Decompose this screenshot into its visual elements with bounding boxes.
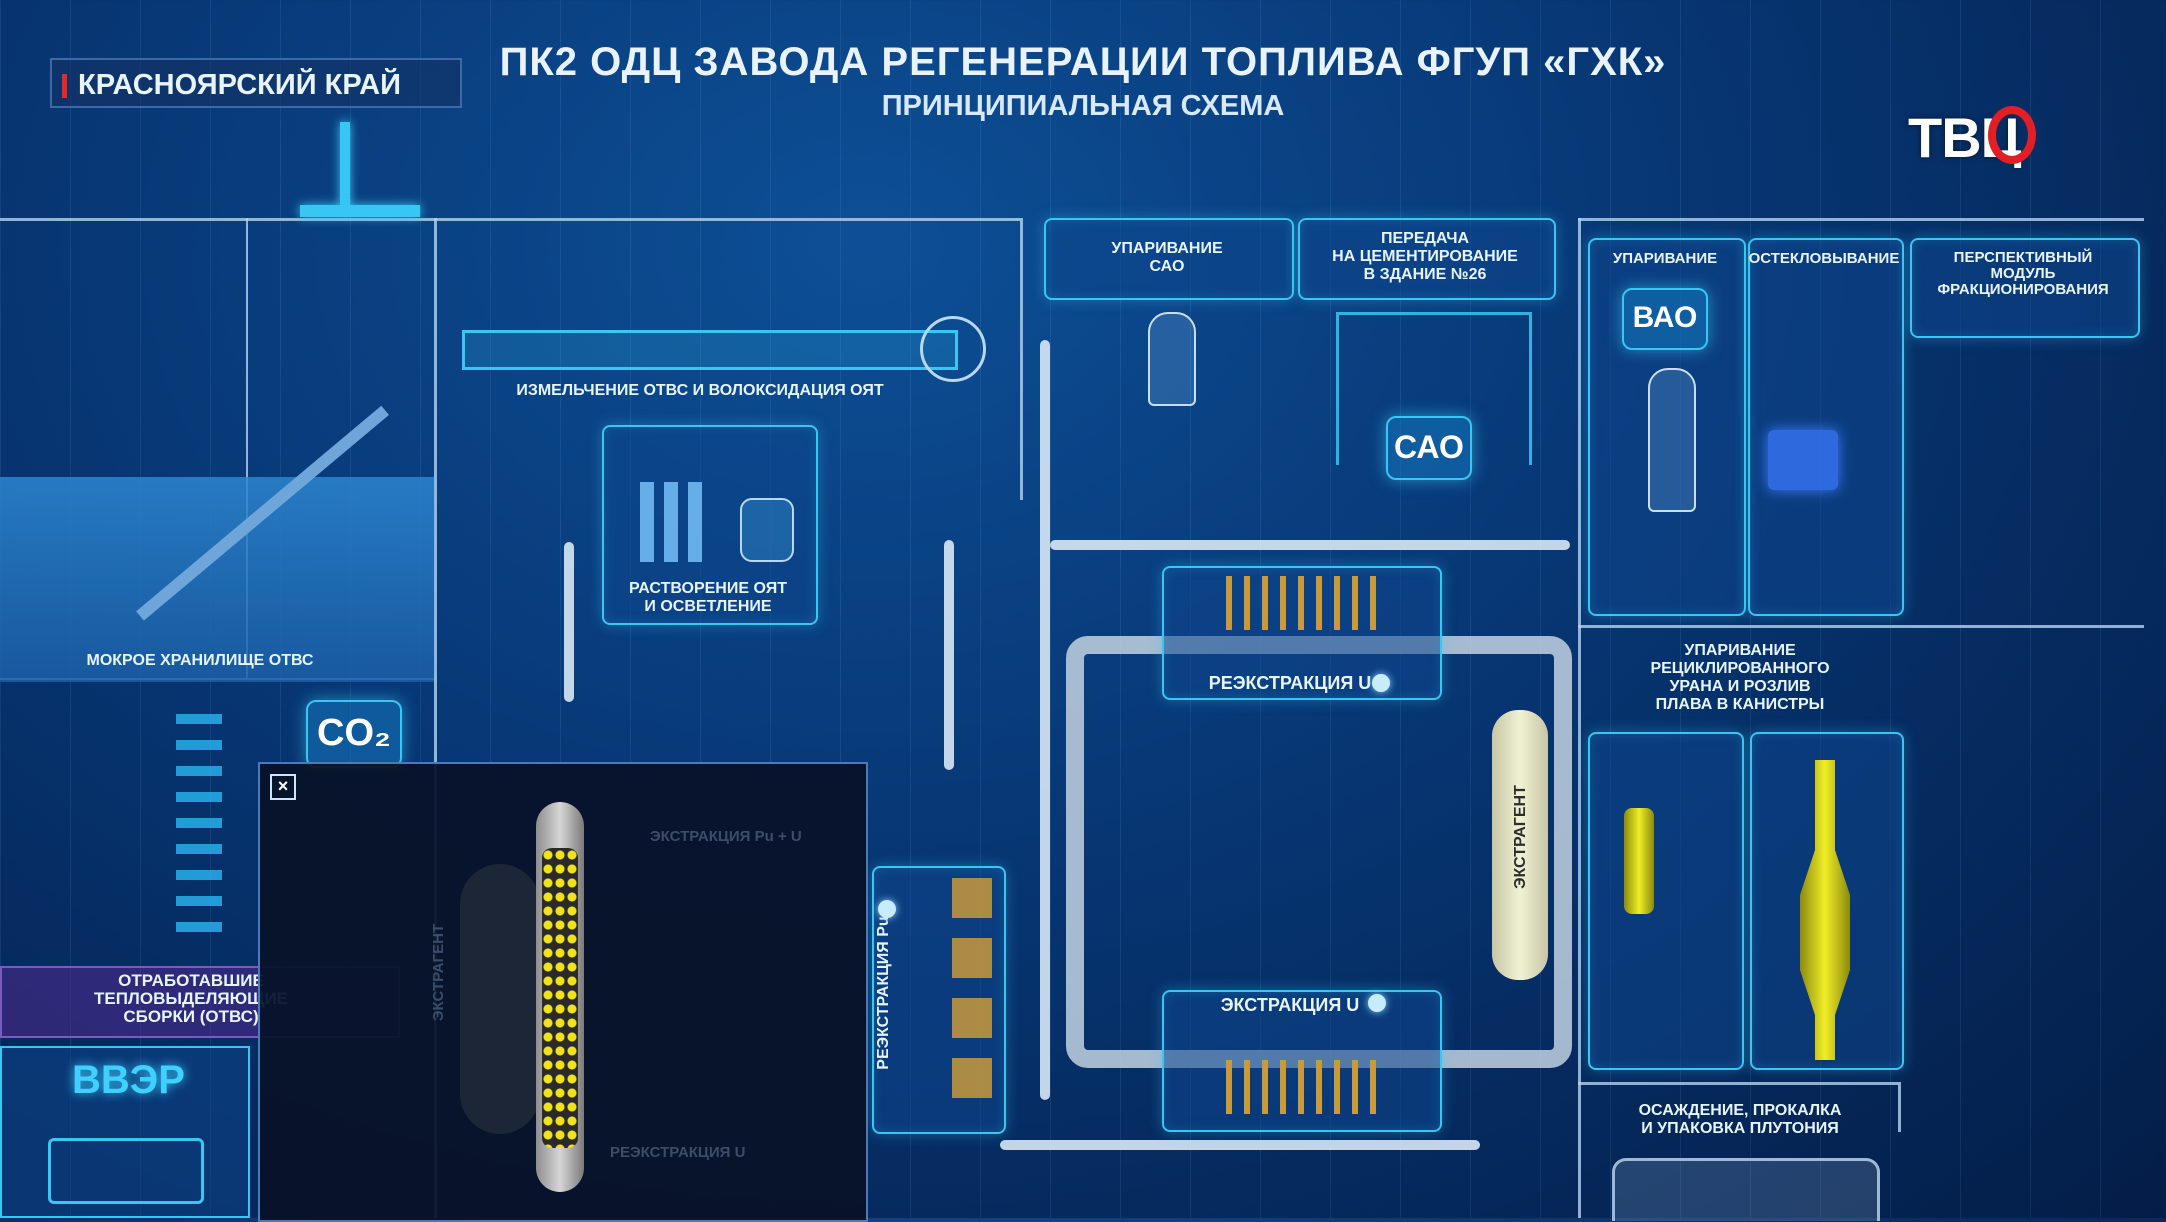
plutonium-dot xyxy=(878,900,896,918)
vitrification-melter xyxy=(1768,430,1838,490)
wet-storage-label: МОКРОЕ ХРАНИЛИЩЕ ОТВС xyxy=(86,652,314,669)
upward-arrows xyxy=(176,706,222,946)
column-popup: × ЭКСТРАКЦИЯ Pu + U ЭКСТРАГЕНТ РЕЭКСТРАК… xyxy=(258,762,868,1222)
uranium-line-3: УРАНА И РОЗЛИВ xyxy=(1669,678,1811,695)
frame-right-low-edge xyxy=(1898,1082,1901,1132)
sao-tag: САО xyxy=(1386,416,1472,480)
dissolution-equipment xyxy=(640,482,710,562)
dissolution-box xyxy=(602,425,818,625)
frame-right-low xyxy=(1578,1082,1898,1085)
close-button[interactable]: × xyxy=(270,774,296,800)
ghost-extractant-vessel xyxy=(460,864,540,1134)
transfer-box xyxy=(1298,218,1556,300)
page-subtitle: ПРИНЦИПИАЛЬНАЯ СХЕМА xyxy=(881,90,1285,122)
uranium-dot-top xyxy=(1372,674,1390,692)
channel-logo-ring xyxy=(1988,106,2036,164)
dissolver-vessel xyxy=(740,498,794,562)
frame-divider-mid xyxy=(1020,218,1023,500)
shredder-drum xyxy=(920,316,986,382)
fractionation-label: ПЕРСПЕКТИВНЫЙ МОДУЛЬ ФРАКЦИОНИРОВАНИЯ xyxy=(1910,250,2136,298)
spent-line-1: ОТРАБОТАВШИЕ xyxy=(118,971,264,990)
crane-base xyxy=(300,205,420,217)
pipe-a xyxy=(564,542,574,702)
extraction-u-mixers xyxy=(1226,1060,1376,1114)
shredder-conveyor xyxy=(462,330,958,370)
page-title: ПК2 ОДЦ ЗАВОДА РЕГЕНЕРАЦИИ ТОПЛИВА ФГУП … xyxy=(499,40,1667,84)
fractionation-line-3: ФРАКЦИОНИРОВАНИЯ xyxy=(1937,281,2109,298)
shredding-label: ИЗМЕЛЬЧЕНИЕ ОТВС И ВОЛОКСИДАЦИЯ ОЯТ xyxy=(516,382,884,399)
evap-sao-box xyxy=(1044,218,1294,300)
vao-tag: ВАО xyxy=(1622,288,1708,350)
pulse-column xyxy=(536,802,584,1192)
spent-assemblies-label: ОТРАБОТАВШИЕ ТЕПЛОВЫДЕЛЯЮЩИЕ СБОРКИ (ОТВ… xyxy=(86,972,296,1026)
reextraction-u-label: РЕЭКСТРАКЦИЯ U xyxy=(1208,673,1372,693)
vao-evaporator xyxy=(1648,368,1696,512)
pipe-e xyxy=(1000,1140,1480,1150)
vitrification-label: ОСТЕКЛОВЫВАНИЕ xyxy=(1748,250,1900,267)
co2-tag: CO₂ xyxy=(306,700,402,768)
reactor-name: ВВЭР xyxy=(72,1058,185,1102)
extractant-vessel xyxy=(1492,710,1548,980)
uranium-line-1: УПАРИВАНИЕ xyxy=(1684,642,1796,659)
pipe-d xyxy=(944,540,954,770)
reactor-panel: ВВЭР xyxy=(0,1046,250,1218)
reactor-icon xyxy=(48,1138,204,1204)
sao-evaporator xyxy=(1148,312,1196,406)
region-text: КРАСНОЯРСКИЙ КРАЙ xyxy=(78,69,401,101)
uranium-line-2: РЕЦИКЛИРОВАННОГО xyxy=(1650,660,1830,677)
transfer-label: ПЕРЕДАЧА НА ЦЕМЕНТИРОВАНИЕ В ЗДАНИЕ №26 xyxy=(1298,230,1552,284)
evap-sao-line-1: УПАРИВАНИЕ xyxy=(1111,240,1223,257)
frame-top-left xyxy=(0,218,1020,221)
frame-top-right xyxy=(1578,218,2144,221)
spent-line-3: СБОРКИ (ОТВС) xyxy=(123,1007,259,1026)
frame-right-mid xyxy=(1578,625,2144,628)
plutonium-glovebox xyxy=(1612,1158,1880,1221)
pipe-b xyxy=(1050,540,1570,550)
reextraction-pu-label: РЕЭКСТРАКЦИЯ Pu xyxy=(875,916,892,1070)
pipe-c xyxy=(1040,340,1050,1100)
plutonium-label: ОСАЖДЕНИЕ, ПРОКАЛКА И УПАКОВКА ПЛУТОНИЯ xyxy=(1600,1102,1880,1138)
fractionation-box xyxy=(1910,238,2140,338)
ghost-extractant-label: ЭКСТРАГЕНТ xyxy=(430,923,448,1022)
region-label: КРАСНОЯРСКИЙ КРАЙ xyxy=(50,58,462,108)
frame-storage-divider xyxy=(246,218,248,678)
pulse-column-packing xyxy=(542,848,578,1148)
ghost-extraction-label: ЭКСТРАКЦИЯ Pu + U xyxy=(650,828,802,845)
fractionation-line-1: ПЕРСПЕКТИВНЫЙ xyxy=(1953,249,2093,266)
evap-vao-label: УПАРИВАНИЕ xyxy=(1612,250,1718,267)
cementing-frame xyxy=(1336,312,1532,465)
uranium-evaporator xyxy=(1624,808,1654,914)
dissolution-line-1: РАСТВОРЕНИЕ ОЯТ xyxy=(629,580,787,597)
wet-storage-pool xyxy=(0,477,434,682)
ghost-reextraction-label: РЕЭКСТРАКЦИЯ U xyxy=(610,1144,746,1161)
uranium-line-4: ПЛАВА В КАНИСТРЫ xyxy=(1655,696,1825,713)
vitrification-box xyxy=(1748,238,1904,616)
transfer-line-3: В ЗДАНИЕ №26 xyxy=(1363,266,1487,283)
spent-line-2: ТЕПЛОВЫДЕЛЯЮЩИЕ xyxy=(93,989,289,1008)
dissolution-line-2: И ОСВЕТЛЕНИЕ xyxy=(644,598,772,615)
evap-sao-label: УПАРИВАНИЕ САО xyxy=(1044,240,1290,276)
frame-divider-right xyxy=(1578,218,1581,1218)
transfer-line-2: НА ЦЕМЕНТИРОВАНИЕ xyxy=(1332,248,1518,265)
fractionation-line-2: МОДУЛЬ xyxy=(1990,265,2056,282)
evap-sao-line-2: САО xyxy=(1149,258,1185,275)
reextraction-pu-mixers xyxy=(952,878,992,1118)
region-marker xyxy=(62,74,67,98)
extractant-label: ЭКСТРАГЕНТ xyxy=(1512,785,1529,889)
plutonium-line-2: И УПАКОВКА ПЛУТОНИЯ xyxy=(1641,1120,1839,1137)
dissolution-label: РАСТВОРЕНИЕ ОЯТ И ОСВЕТЛЕНИЕ xyxy=(602,580,814,616)
plutonium-line-1: ОСАЖДЕНИЕ, ПРОКАЛКА xyxy=(1638,1102,1842,1119)
uranium-dot-bottom xyxy=(1368,994,1386,1012)
transfer-line-1: ПЕРЕДАЧА xyxy=(1380,230,1470,247)
uranium-evap-box xyxy=(1588,732,1744,1070)
crane-mast xyxy=(340,122,350,212)
extraction-u-label: ЭКСТРАКЦИЯ U xyxy=(1220,995,1360,1015)
frame-divider-left xyxy=(434,218,437,1218)
uranium-evap-label: УПАРИВАНИЕ РЕЦИКЛИРОВАННОГО УРАНА И РОЗЛ… xyxy=(1600,642,1880,714)
reextraction-u-mixers xyxy=(1226,576,1376,630)
